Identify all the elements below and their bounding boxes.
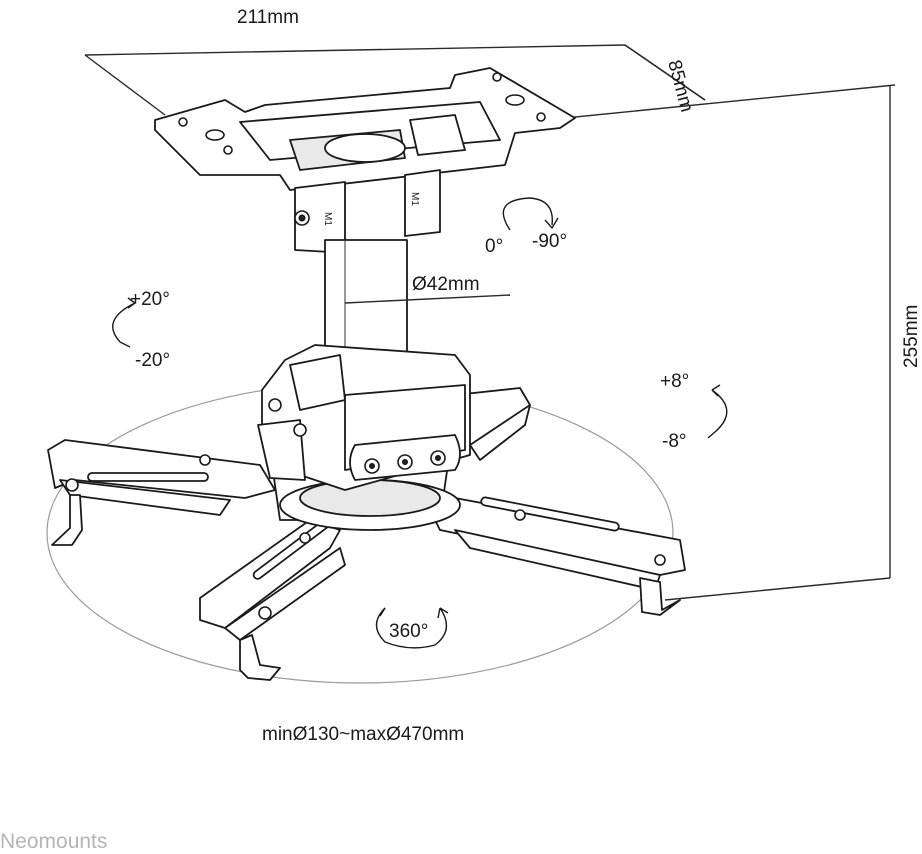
brand-logo: Neomounts (0, 830, 107, 853)
screw-mark-right: M1 (409, 192, 420, 206)
range-label: minØ130~maxØ470mm (262, 724, 464, 745)
rotation-label: 360° (389, 621, 428, 642)
arm-front (199, 517, 346, 681)
swivel-end-label: -90° (532, 231, 567, 252)
tilt-neg-label: -20° (135, 350, 170, 371)
roll-indicator: +8° -8° (660, 371, 728, 452)
tube-diameter-label: Ø42mm (412, 274, 480, 295)
tube-diameter: Ø42mm (344, 274, 511, 304)
tilt-indicator: +20° -20° (112, 289, 170, 371)
rotation-indicator: 360° (375, 607, 449, 649)
width-label: 211mm (237, 7, 299, 28)
dimension-height: 255mm (544, 84, 922, 601)
tilt-pos-label: +20° (130, 289, 170, 310)
vertical-tube: M1 M1 (294, 169, 441, 361)
swivel-start-label: 0° (485, 236, 503, 257)
screw-mark-left: M1 (322, 212, 333, 226)
ceiling-plate (154, 67, 576, 191)
central-hub (257, 344, 471, 531)
dimension-depth: 85mm (624, 44, 706, 114)
height-label: 255mm (901, 305, 922, 368)
arm-left (47, 439, 276, 546)
roll-pos-label: +8° (660, 371, 689, 392)
swivel-indicator: 0° -90° (485, 197, 567, 257)
roll-neg-label: -8° (662, 431, 687, 452)
arm-right (429, 496, 686, 616)
